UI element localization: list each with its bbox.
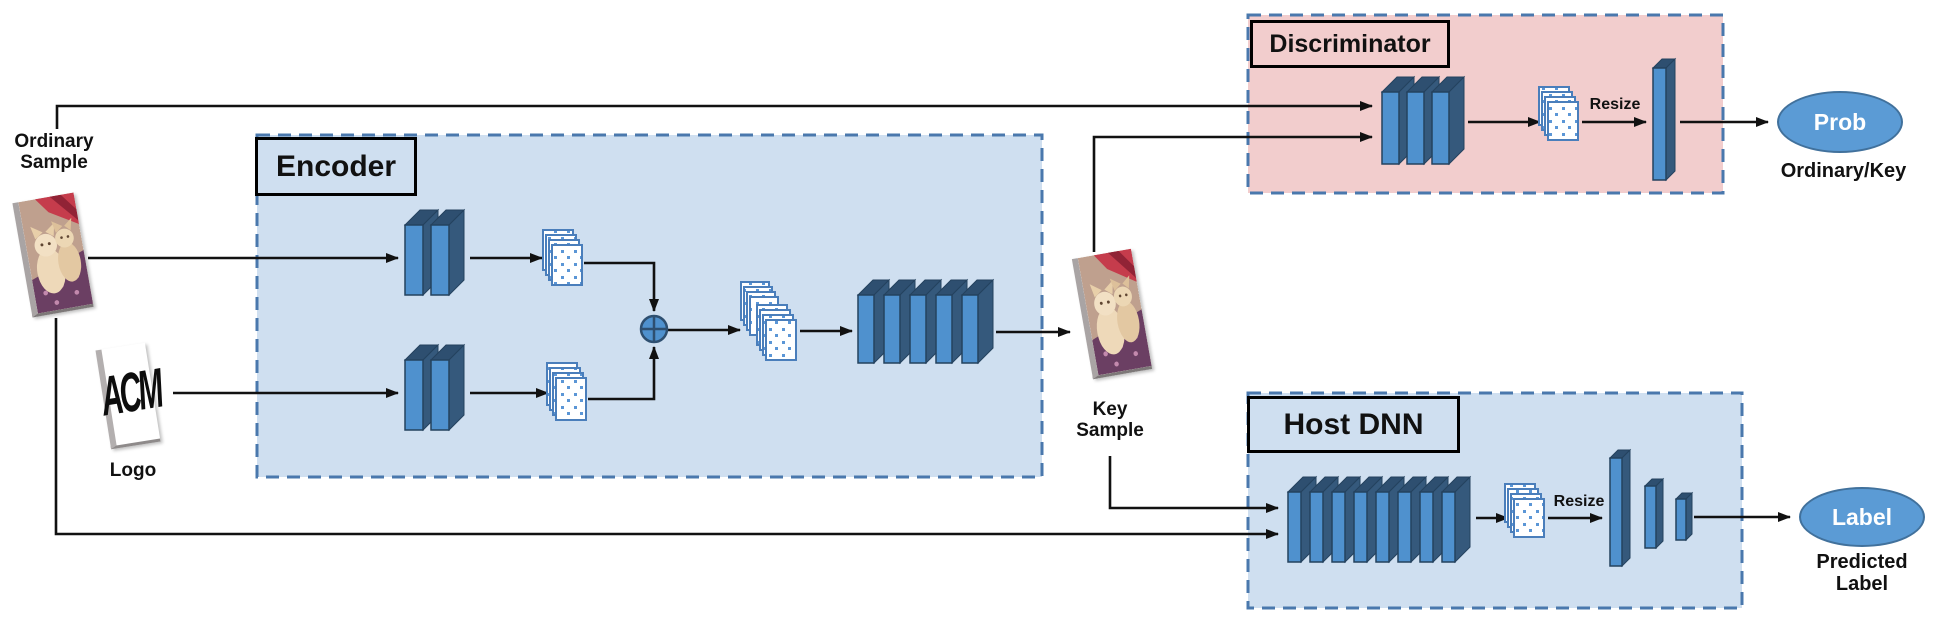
discriminator-title-box: Discriminator [1250,20,1450,68]
ordinary-sample-label: Ordinary Sample [14,131,94,174]
host-resize-label: Resize [1553,493,1605,510]
encoder-branch1-conv-stack [403,208,466,297]
host-dnn-feature-maps [1504,483,1545,538]
wire-ordinary-to-host [54,318,1279,539]
wire-ordinary-to-discriminator [55,101,1373,129]
discriminator-fc-bar [1651,57,1677,182]
host-dnn-title-box: Host DNN [1247,396,1460,453]
wires [54,101,1791,539]
feature-map-page [555,377,587,421]
wire-key-to-discriminator [1092,132,1373,252]
feature-map-page [765,319,797,361]
merge-plus-icon [639,314,669,344]
ordinary-key-caption: Ordinary/Key [1780,160,1907,182]
key-sample-label: Key Sample [1076,399,1144,442]
encoder-branch2-feature-maps [546,362,587,421]
prob-output-node: Prob [1777,91,1903,153]
wire-fmap1-to-merge [584,261,659,312]
kitten-photo-icon [18,192,94,314]
key-sample-image [1071,248,1153,380]
feature-map-page [1513,498,1545,538]
host-dnn-conv-stack [1286,475,1472,564]
discriminator-feature-maps [1538,86,1579,141]
discriminator-conv-stack [1380,75,1466,166]
acm-logo-text: ACM [96,358,165,428]
encoder-branch1-feature-maps [542,229,583,286]
wire-key-to-host [1108,456,1279,513]
encoder-trunk-conv-stack [856,278,995,365]
label-output-node: Label [1799,487,1925,547]
encoder-title-box: Encoder [255,137,417,196]
encoder-merged-feature-maps-b [756,304,797,361]
predicted-label-caption: Predicted Label [1816,551,1908,596]
discriminator-title: Discriminator [1269,29,1431,58]
host-dnn-fc-bars [1608,448,1694,568]
logo-label: Logo [109,460,157,481]
feature-map-page [551,244,583,286]
ordinary-sample-image [12,192,94,318]
host-dnn-title: Host DNN [1283,407,1424,441]
kitten-photo-icon [1077,248,1152,376]
feature-map-page [1547,101,1579,141]
encoder-title: Encoder [275,149,397,183]
encoder-branch2-conv-stack [403,343,466,432]
discriminator-resize-label: Resize [1589,96,1641,113]
wire-fmap2-to-merge [588,346,659,401]
